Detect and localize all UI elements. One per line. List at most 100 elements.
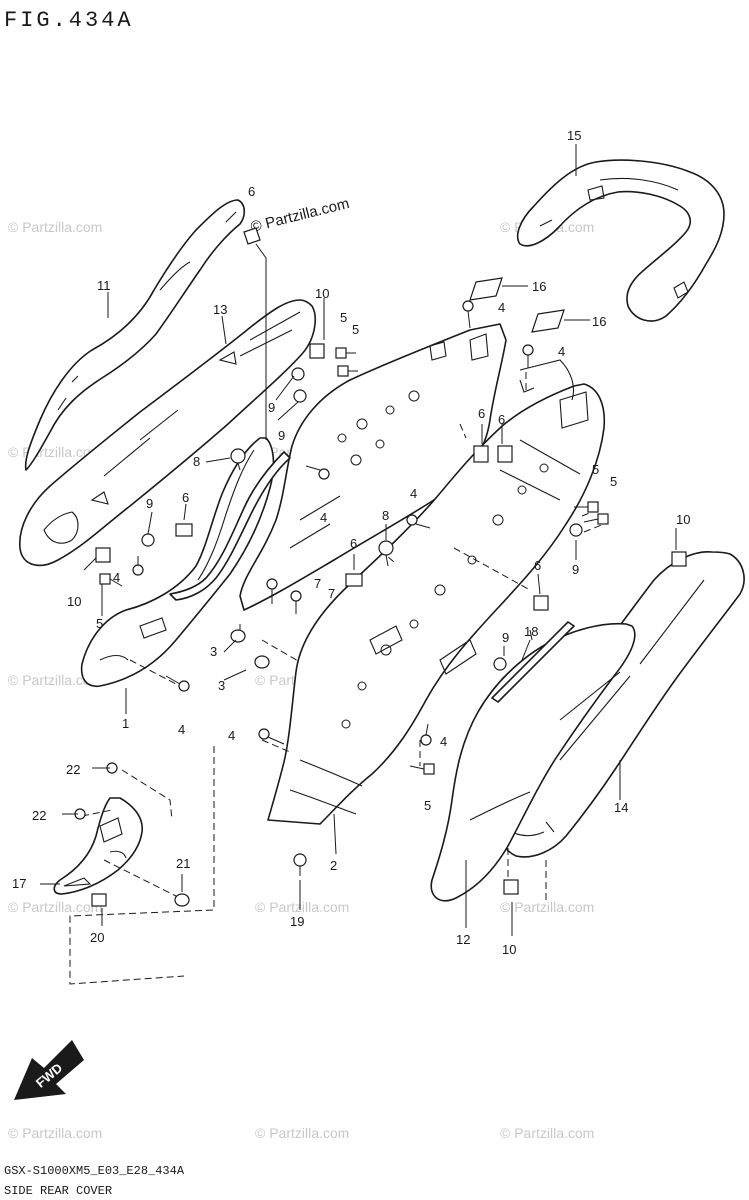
- clip-part-6: [533, 595, 549, 611]
- part-12-side-panel: [430, 622, 636, 902]
- screw-part-7: [290, 590, 302, 614]
- screw-part-4: [406, 514, 431, 529]
- part-14-rear-panel: [494, 551, 745, 858]
- part-2-main-frame: [239, 323, 606, 825]
- watermark-text: © Partzilla.com: [8, 672, 102, 688]
- bolt-part-5: [335, 347, 356, 359]
- watermark-text: © Partzilla.com: [500, 899, 594, 915]
- part-11-side-cover: [24, 199, 246, 471]
- clip-part-10: [309, 343, 325, 359]
- callout-9: 9: [268, 400, 275, 415]
- watermark-text: © Partzilla.com: [255, 899, 349, 915]
- callout-6: 6: [350, 536, 357, 551]
- nut-part-9: [293, 389, 307, 403]
- part-16-pad-b: [531, 309, 590, 333]
- callout-2: 2: [330, 858, 337, 873]
- callout-16: 16: [532, 279, 546, 294]
- callout-6: 6: [182, 490, 189, 505]
- watermark-text: © Partzilla.com: [500, 1125, 594, 1141]
- callout-3: 3: [210, 644, 217, 659]
- callout-8: 8: [382, 508, 389, 523]
- callout-5: 5: [340, 310, 347, 325]
- callout-6: 6: [478, 406, 485, 421]
- callout-10: 10: [315, 286, 329, 301]
- part-16-pad-a: [469, 277, 528, 301]
- clip-part-20: [91, 893, 107, 907]
- callout-12: 12: [456, 932, 470, 947]
- part-1-rail: [80, 437, 275, 688]
- callout-4: 4: [410, 486, 417, 501]
- bolt-part-5: [409, 763, 435, 775]
- grommet-part-3: [254, 655, 270, 669]
- part-17-bracket-cover: [53, 797, 144, 895]
- watermark-text: © Partzilla.com: [8, 219, 102, 235]
- callout-10: 10: [67, 594, 81, 609]
- part-15-grab-rail: [516, 159, 725, 322]
- callout-6: 6: [534, 558, 541, 573]
- callout-14: 14: [614, 800, 628, 815]
- callout-20: 20: [90, 930, 104, 945]
- watermark-text: © Partzilla.com: [8, 899, 102, 915]
- callout-10: 10: [676, 512, 690, 527]
- grommet-part-3: [230, 629, 246, 643]
- callout-4: 4: [228, 728, 235, 743]
- callout-5: 5: [592, 462, 599, 477]
- watermark-text: © Partzilla.com: [8, 1125, 102, 1141]
- screw-part-7: [266, 578, 278, 604]
- clip-part-10: [503, 879, 519, 895]
- callout-21: 21: [176, 856, 190, 871]
- callout-4: 4: [498, 300, 505, 315]
- screw-part-4: [165, 675, 190, 692]
- callout-17: 17: [12, 876, 26, 891]
- bolt-part-5: [574, 501, 599, 513]
- callout-19: 19: [290, 914, 304, 929]
- nut-part-9: [569, 523, 583, 537]
- callout-8: 8: [193, 454, 200, 469]
- clip-part-6: [175, 523, 193, 537]
- callout-10: 10: [502, 942, 516, 957]
- screw-part-4: [420, 723, 432, 746]
- callout-4: 4: [113, 570, 120, 585]
- watermark-text: © Partzilla.com: [255, 1125, 349, 1141]
- callout-5: 5: [424, 798, 431, 813]
- section-name: SIDE REAR COVER: [4, 1184, 112, 1198]
- callout-22: 22: [66, 762, 80, 777]
- clip-part-6: [345, 573, 363, 587]
- fastener-part-8: [230, 448, 246, 471]
- nut-part-9: [291, 367, 305, 381]
- screw-part-4: [258, 728, 285, 745]
- callout-16: 16: [592, 314, 606, 329]
- part-18-trim-strip: [491, 621, 575, 703]
- callout-6: 6: [498, 412, 505, 427]
- callout-22: 22: [32, 808, 46, 823]
- screw-part-4: [305, 465, 330, 480]
- bolt-part-5: [337, 365, 358, 377]
- clip-part-6: [497, 445, 513, 463]
- callout-leaders: [40, 144, 677, 936]
- callout-6: 6: [248, 184, 255, 199]
- callout-7: 7: [328, 586, 335, 601]
- inner-rail: [169, 451, 291, 601]
- callout-7: 7: [314, 576, 321, 591]
- callout-13: 13: [213, 302, 227, 317]
- nut-part-9: [141, 533, 155, 547]
- callout-11: 11: [97, 278, 111, 293]
- callout-9: 9: [146, 496, 153, 511]
- grommet-part-21: [174, 893, 190, 907]
- callout-9: 9: [502, 630, 509, 645]
- callout-4: 4: [558, 344, 565, 359]
- bolt-part-5: [99, 573, 123, 587]
- screw-part-19: [293, 853, 307, 876]
- screw-part-4: [132, 556, 144, 576]
- callout-5: 5: [610, 474, 617, 489]
- callout-9: 9: [278, 428, 285, 443]
- clip-part-6: [473, 445, 489, 463]
- screw-part-4: [462, 300, 474, 329]
- header-watermark: © Partzilla.com: [249, 195, 351, 236]
- callout-15: 15: [567, 128, 581, 143]
- clip-part-10: [95, 547, 111, 563]
- nut-part-9: [493, 657, 507, 671]
- callout-5: 5: [96, 616, 103, 631]
- screw-part-4: [522, 344, 534, 368]
